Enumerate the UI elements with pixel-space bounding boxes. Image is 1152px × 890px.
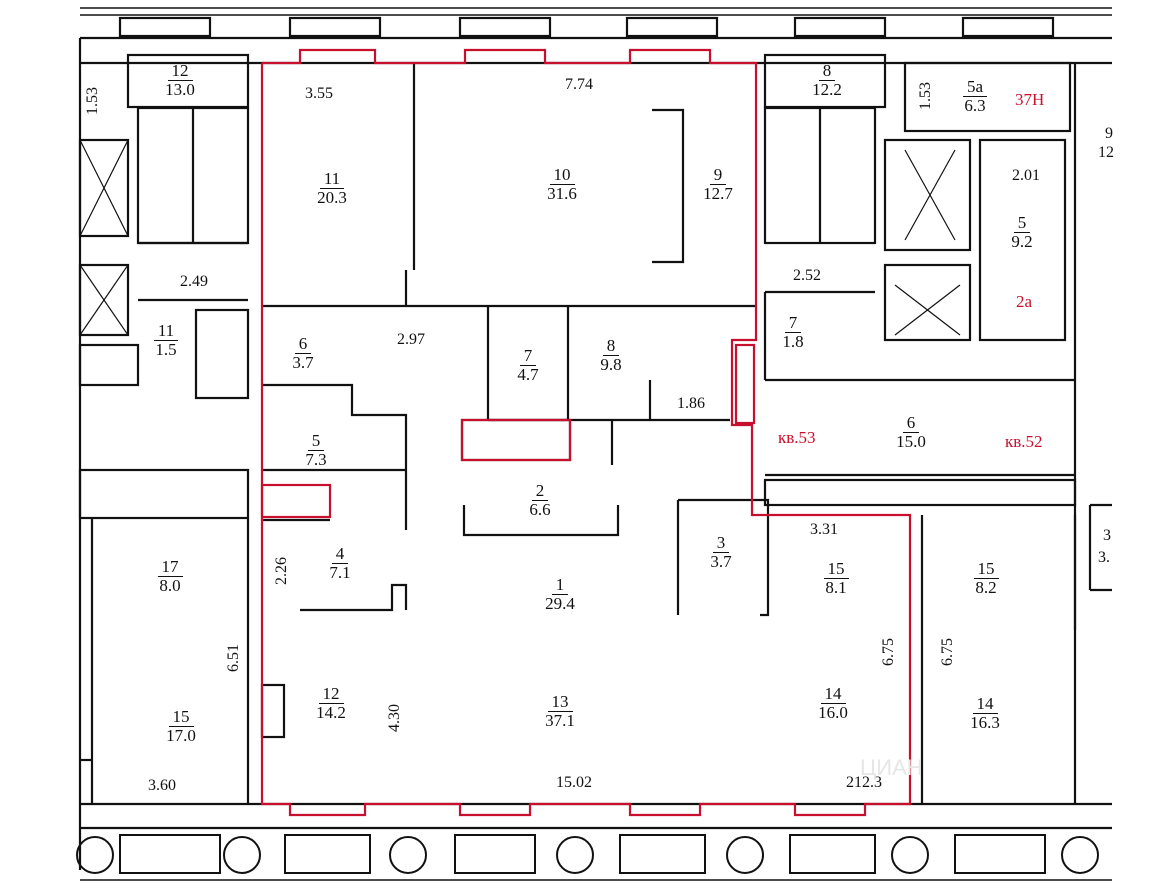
dim-6-75-mid: 6.75 (880, 638, 897, 666)
edge-label-12: 12 (1098, 144, 1114, 161)
dim-2-97: 2.97 (397, 331, 425, 348)
dim-6-51: 6.51 (225, 644, 242, 672)
dim-15-02: 15.02 (556, 774, 592, 791)
dim-3-60: 3.60 (148, 777, 176, 794)
dim-1-53-right: 1.53 (917, 82, 934, 110)
dim-2-26: 2.26 (273, 557, 290, 585)
dim-7-74: 7.74 (565, 76, 593, 93)
dim-1-86: 1.86 (677, 395, 705, 412)
edge-label-9: 9 (1105, 125, 1113, 142)
dim-2-49: 2.49 (180, 273, 208, 290)
dim-2-01: 2.01 (1012, 167, 1040, 184)
total-area: 212.3 (846, 774, 882, 791)
dim-2-52: 2.52 (793, 267, 821, 284)
dim-6-75-right: 6.75 (939, 638, 956, 666)
dim-3-31: 3.31 (810, 521, 838, 538)
dim-1-53-left: 1.53 (84, 87, 101, 115)
stair-2a-label: 2а (1016, 292, 1033, 311)
watermark-text: ЦИАН (860, 755, 923, 780)
dim-3-55: 3.55 (305, 85, 333, 102)
edge-label-3b: 3. (1098, 549, 1110, 566)
apartment-53-label: кв.53 (778, 428, 816, 447)
edge-label-3: 3 (1103, 527, 1111, 544)
apartment-52-label: кв.52 (1005, 432, 1043, 451)
unit-37n-label: 37Н (1015, 90, 1045, 109)
dim-4-30: 4.30 (386, 704, 403, 732)
